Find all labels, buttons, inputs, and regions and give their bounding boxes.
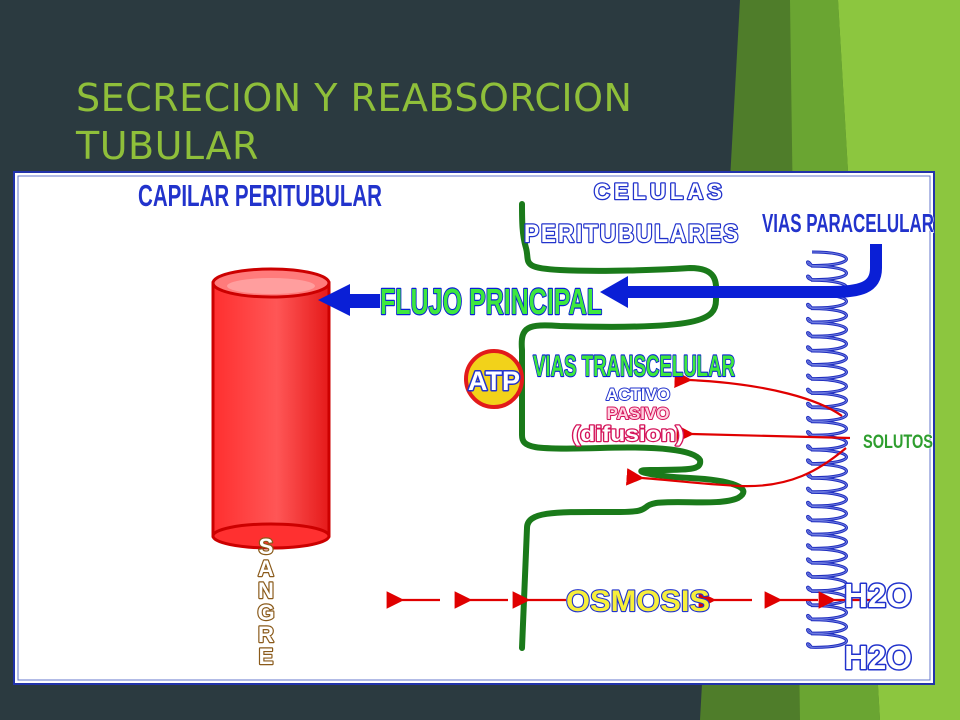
blood-letter: R: [258, 622, 274, 647]
active-label: ACTIVO: [606, 385, 670, 404]
paracellular-label: VIAS PARACELULAR: [762, 208, 934, 238]
cells-label-line-1: CELULAS: [594, 179, 726, 204]
passive-transport-arrow: [676, 424, 851, 443]
active-transport-arrow: [674, 370, 843, 417]
paracellular-flow-arrow: [620, 244, 882, 298]
atp-badge: [464, 349, 524, 409]
blood-letter: N: [258, 578, 274, 603]
main-flow-label: FLUJO PRINCIPAL: [380, 281, 602, 322]
main-flow-arrowhead: [600, 276, 628, 308]
slide-title: SECRECION Y REABSORCION TUBULAR: [76, 76, 633, 168]
diagram-panel: [13, 171, 935, 685]
blood-letter: A: [258, 556, 274, 581]
passive-label: PASIVO: [607, 404, 670, 423]
capillary-tube: [211, 267, 331, 550]
tubular-cell-wall: [518, 201, 747, 651]
capillary-label: CAPILAR PERITUBULAR: [138, 178, 382, 213]
blood-letter: G: [257, 600, 274, 625]
capillary-inflow-arrowhead: [318, 284, 350, 316]
paracellular-solute-arrow: [626, 447, 847, 488]
atp-label: ATP: [468, 366, 520, 396]
diffusion-label: (difusion): [572, 423, 684, 446]
blood-letter: S: [259, 534, 274, 559]
blood-letter: E: [259, 644, 274, 669]
cells-label-line-2: PERITUBULARES: [524, 220, 740, 248]
water-label-top: H2O: [844, 577, 912, 614]
capillary-inflow-shaft: [346, 294, 380, 308]
solutes-label: SOLUTOS: [863, 432, 933, 453]
osmosis-label: OSMOSIS: [566, 585, 710, 618]
tubular-diagram: CAPILAR PERITUBULAR CELULAS PERITUBULARE…: [13, 171, 935, 685]
water-label-bottom: H2O: [844, 639, 912, 676]
transcellular-label: VIAS TRANSCELULAR: [533, 350, 735, 383]
